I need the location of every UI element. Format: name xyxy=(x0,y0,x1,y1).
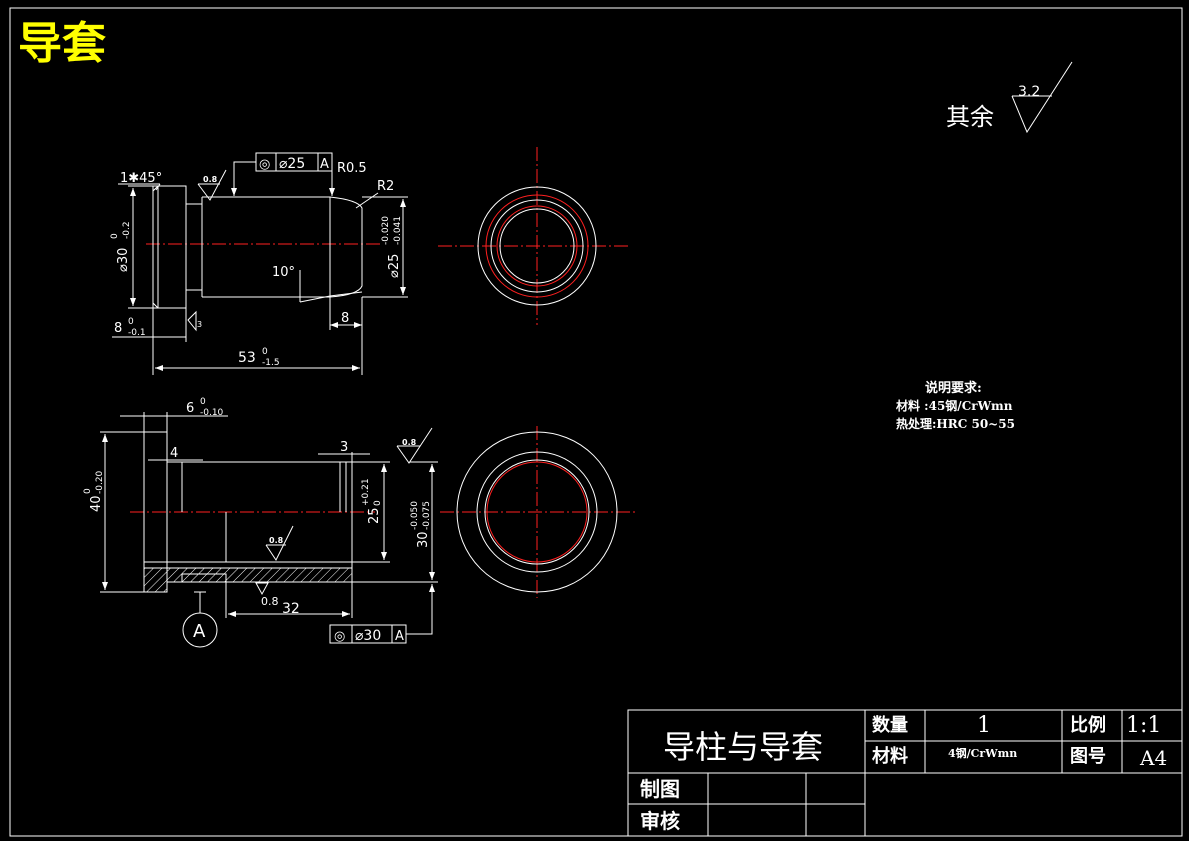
roughness-note: 其余 3.2 xyxy=(946,61,1073,134)
tol-datum-upper: A xyxy=(320,157,329,172)
title-block: 导柱与导套 数量 1 比例 1:1 材料 4钢/CrWmn 图号 A4 制图 审… xyxy=(627,709,1183,837)
angle-label: 10° xyxy=(272,265,295,280)
radius-small: R0.5 xyxy=(337,161,367,176)
lower-end-view xyxy=(440,426,636,598)
dia-right-tol-upper: -0.020 xyxy=(381,216,391,245)
roughness-small: 3 xyxy=(197,320,202,329)
notes-material: 材料 :45钢/CrWmn xyxy=(895,398,1013,413)
radius-large: R2 xyxy=(377,179,394,194)
flange-tol-upper: 0 xyxy=(200,397,206,407)
lower-section-view: 6 0 -0.10 4 3 0.8 0.8 0.8 40 0 -0.20 xyxy=(83,397,438,648)
dia-bore-tol-upper: +0.21 xyxy=(361,478,371,506)
roughness-mid: 0.8 xyxy=(269,536,284,545)
dia-body-tol-upper: -0.050 xyxy=(410,501,420,530)
hatch-section-flange xyxy=(143,567,168,593)
roughness-upper: 0.8 xyxy=(203,175,218,184)
tb-scale-value: 1:1 xyxy=(1126,713,1161,738)
dia-left-tol-lower: -0.2 xyxy=(122,221,132,239)
total-len-tol-lower: -1.5 xyxy=(262,358,280,368)
dia-outer-tol-upper: 0 xyxy=(83,488,93,494)
dia-body-tol-lower: -0.075 xyxy=(422,501,432,530)
dia-left-tol-upper: 0 xyxy=(110,233,120,239)
len-left-tol-lower: -0.1 xyxy=(128,328,146,338)
tol-sym-upper: ◎ xyxy=(259,157,270,172)
tol-dia-upper: ⌀25 xyxy=(279,156,305,172)
tb-drawing-no-value: A4 xyxy=(1139,746,1167,770)
dia-left: ⌀30 xyxy=(116,248,131,272)
roughness-note-label: 其余 xyxy=(946,103,994,131)
flange-dim: 6 xyxy=(186,401,194,416)
notes-heading: 说明要求: xyxy=(925,380,982,396)
roughness-top: 0.8 xyxy=(402,438,417,447)
tol-datum-lower: A xyxy=(395,629,404,644)
total-len: 53 xyxy=(238,350,256,366)
upper-end-view xyxy=(438,147,628,325)
groove-dim: 3 xyxy=(340,440,348,455)
tb-qty-label: 数量 xyxy=(872,714,908,736)
page-title: 导套 xyxy=(18,18,106,69)
dia-right-tol-lower: -0.041 xyxy=(393,216,403,245)
tb-drawing-no-label: 图号 xyxy=(1070,746,1106,767)
sheet-border xyxy=(9,7,1183,837)
upper-side-view: 10° 1✱45° 0.8 ◎ ⌀25 A R0.5 R2 ⌀30 0 xyxy=(110,152,408,375)
tol-sym-lower: ◎ xyxy=(334,629,345,644)
tb-material-value: 4钢/CrWmn xyxy=(948,746,1017,760)
chamfer-label: 1✱45° xyxy=(120,171,162,186)
hatch-section-body xyxy=(166,567,353,583)
dia-outer: 40 xyxy=(89,495,104,512)
tb-qty-value: 1 xyxy=(977,713,991,738)
tb-material-label: 材料 xyxy=(872,745,908,767)
flange-tol-lower: -0.10 xyxy=(200,408,224,418)
tb-drawn-label: 制图 xyxy=(640,777,680,801)
len-32: 32 xyxy=(282,601,300,617)
tb-name: 导柱与导套 xyxy=(663,728,823,766)
tol-dia-lower: ⌀30 xyxy=(355,628,381,644)
len-left-tol-upper: 0 xyxy=(128,317,134,327)
dia-right: ⌀25 xyxy=(387,254,402,278)
total-len-tol-upper: 0 xyxy=(262,347,268,357)
roughness-bottom: 0.8 xyxy=(261,595,279,608)
datum-label: A xyxy=(193,621,206,642)
dia-bore: 25 xyxy=(367,507,382,524)
dia-body: 30 xyxy=(416,531,431,548)
notes-heat: 热处理:HRC 50~55 xyxy=(896,416,1015,431)
technical-notes: 说明要求: 材料 :45钢/CrWmn 热处理:HRC 50~55 xyxy=(895,380,1015,431)
len-left: 8 xyxy=(114,321,122,336)
tb-scale-label: 比例 xyxy=(1070,714,1106,736)
dia-bore-tol-lower: 0 xyxy=(373,500,383,506)
step-dim: 4 xyxy=(170,446,178,461)
tb-checked-label: 审核 xyxy=(640,809,680,833)
datum-circle xyxy=(182,612,218,648)
tolerance-frame-upper: ◎ ⌀25 A xyxy=(231,152,335,196)
dia-outer-tol-lower: -0.20 xyxy=(95,470,105,494)
len-right: 8 xyxy=(341,311,349,326)
tolerance-frame-lower: ◎ ⌀30 A xyxy=(329,584,435,644)
roughness-note-value: 3.2 xyxy=(1018,84,1040,100)
